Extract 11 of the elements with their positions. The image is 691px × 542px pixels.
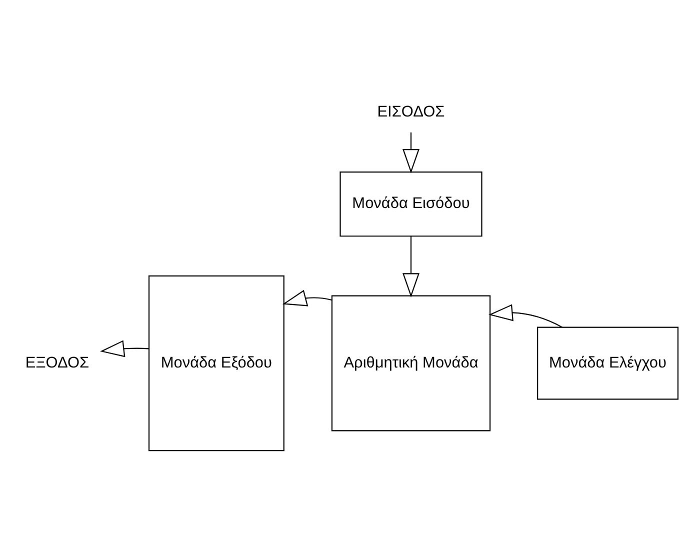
arrow xyxy=(282,289,332,306)
node-box: Μονάδα Ελέγχου xyxy=(537,326,678,400)
node-box: Μονάδα Εξόδου xyxy=(148,274,284,451)
node-box: Αριθμητική Μονάδα xyxy=(331,294,491,431)
arrow xyxy=(100,340,149,357)
arrow xyxy=(402,132,420,173)
node-text: ΕΞΟΔΟΣ xyxy=(25,354,90,371)
arrow xyxy=(402,236,420,297)
arrow xyxy=(488,304,563,328)
node-box: Μονάδα Εισόδου xyxy=(340,170,482,236)
node-text: ΕΙΣΟΔΟΣ xyxy=(377,102,445,120)
